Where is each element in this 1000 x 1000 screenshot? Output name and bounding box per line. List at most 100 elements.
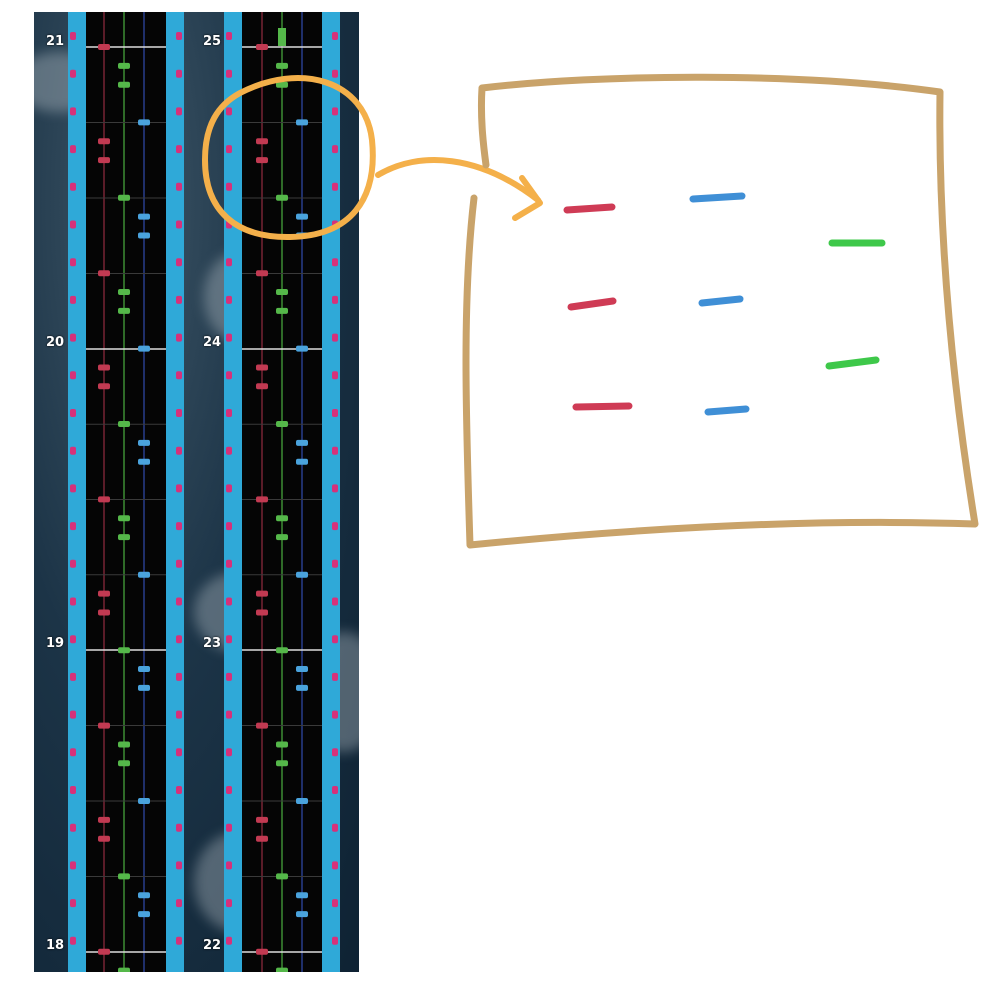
note [276, 421, 288, 427]
side-note [332, 823, 338, 832]
side-note [332, 522, 338, 531]
side-note [70, 295, 76, 304]
side-note [226, 220, 232, 229]
playfield [86, 12, 166, 972]
side-note [70, 861, 76, 870]
measure-label-right-2: 24 [203, 335, 222, 350]
note [256, 364, 268, 371]
side-note [226, 145, 232, 154]
sketch-note-blue [689, 192, 746, 203]
note [138, 213, 150, 220]
side-note [176, 145, 182, 154]
chart-lanes [68, 12, 340, 972]
note [256, 948, 268, 955]
sketch-box-icon [462, 73, 979, 549]
note [98, 157, 110, 164]
side-note [332, 258, 338, 267]
arrow-head-icon [512, 175, 543, 221]
sketch-note-blue [704, 405, 750, 416]
side-note [332, 899, 338, 908]
note [98, 496, 110, 503]
measure-label-right-4: 22 [203, 938, 222, 953]
side-note [332, 559, 338, 568]
note [296, 458, 308, 465]
side-note [70, 635, 76, 644]
note [98, 590, 110, 597]
note [276, 307, 288, 314]
measure-label-left-2: 20 [46, 335, 65, 350]
note [118, 534, 130, 541]
side-note [70, 936, 76, 945]
note [256, 496, 268, 503]
sketch-note-red [563, 203, 616, 214]
side-note [332, 861, 338, 870]
side-strip-right [322, 12, 340, 972]
side-strip-right [166, 12, 184, 972]
note [98, 138, 110, 145]
note [98, 835, 110, 842]
note [118, 194, 130, 201]
side-strip-left [68, 12, 86, 972]
side-note [226, 409, 232, 417]
side-note [176, 899, 182, 908]
note [138, 571, 150, 578]
side-note [226, 672, 232, 681]
side-note [70, 107, 76, 116]
side-note [332, 220, 338, 229]
side-note [176, 823, 182, 832]
side-note [226, 107, 232, 116]
side-note [226, 899, 232, 908]
side-note [332, 936, 338, 945]
side-note [226, 69, 232, 78]
note [296, 684, 308, 691]
note [276, 194, 288, 201]
note [256, 44, 268, 50]
measure-label-left-4: 18 [46, 938, 65, 953]
side-note [176, 597, 182, 606]
side-note [70, 258, 76, 267]
note [98, 816, 110, 823]
side-note [226, 559, 232, 568]
note [256, 722, 268, 729]
side-note [70, 710, 76, 719]
side-note [226, 446, 232, 455]
note [118, 62, 130, 69]
side-note [332, 484, 338, 493]
measure-label-right-3: 23 [203, 636, 222, 651]
note [276, 289, 288, 296]
side-note [332, 182, 338, 191]
note [98, 609, 110, 616]
note [98, 270, 110, 277]
side-note [332, 597, 338, 606]
note [118, 967, 130, 972]
side-note [226, 295, 232, 304]
side-note [70, 786, 76, 794]
side-note [70, 333, 76, 342]
side-note [176, 258, 182, 267]
side-note [176, 672, 182, 681]
side-note [332, 446, 338, 455]
note [138, 666, 150, 673]
note [296, 213, 308, 220]
sketch-note-green [825, 356, 880, 370]
note [138, 798, 150, 804]
note [276, 760, 288, 767]
note [276, 647, 288, 654]
side-note [176, 786, 182, 794]
measure-label-left-1: 21 [46, 34, 65, 49]
side-note [332, 635, 338, 644]
side-note [226, 333, 232, 342]
side-note [332, 748, 338, 757]
note [138, 458, 150, 465]
side-note [226, 182, 232, 191]
side-note [176, 107, 182, 116]
note [296, 892, 308, 899]
note [118, 515, 130, 522]
side-note [226, 371, 232, 380]
side-note [176, 409, 182, 417]
side-note [332, 371, 338, 380]
side-note [176, 295, 182, 304]
side-note [176, 635, 182, 644]
measure-label-left-3: 19 [46, 636, 65, 651]
note [138, 119, 150, 126]
